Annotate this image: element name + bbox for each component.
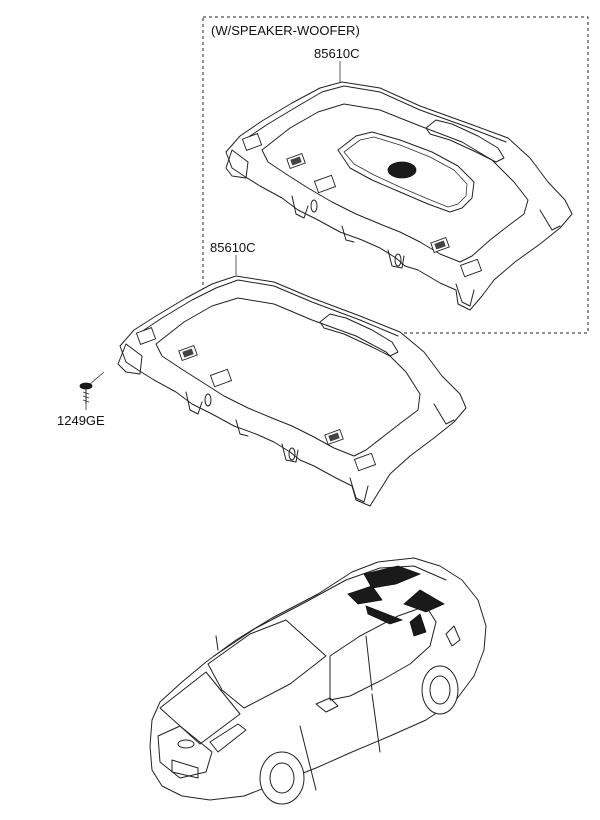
variant-box: (W/SPEAKER-WOOFER) 85610C xyxy=(202,16,589,334)
rear-glass-highlight xyxy=(363,565,422,589)
variant-title: (W/SPEAKER-WOOFER) xyxy=(211,23,360,38)
main-part-group: 85610C xyxy=(117,240,467,507)
fastener-pointer-line xyxy=(89,371,105,385)
variant-dashed-frame xyxy=(202,16,589,334)
rear-package-tray[interactable] xyxy=(117,275,467,507)
fastener-group: 1249GE xyxy=(57,371,105,428)
rear-package-tray-with-woofer[interactable] xyxy=(225,81,573,311)
variant-part-number-label[interactable]: 85610C xyxy=(314,46,360,61)
screw-icon[interactable] xyxy=(79,382,93,405)
fastener-part-number-label[interactable]: 1249GE xyxy=(57,413,105,428)
main-part-number-label[interactable]: 85610C xyxy=(210,240,256,255)
vehicle-locator-illustration xyxy=(149,557,487,805)
woofer-speaker-icon xyxy=(387,161,417,179)
